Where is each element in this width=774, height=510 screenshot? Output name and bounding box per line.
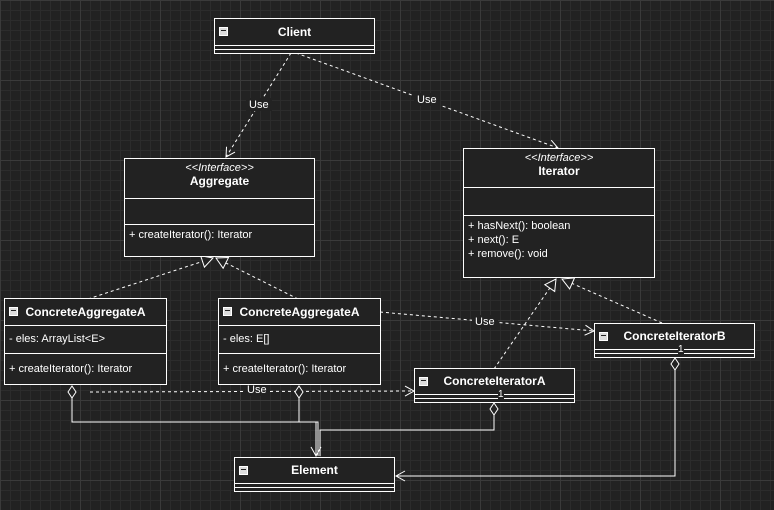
class-header: <<Interface>> Iterator bbox=[464, 149, 654, 187]
realize-aggregate-a1 bbox=[87, 255, 214, 300]
class-element[interactable]: Element bbox=[234, 457, 395, 492]
class-fields bbox=[235, 483, 394, 487]
class-header: ConcreteIteratorB bbox=[595, 324, 754, 349]
class-header: ConcreteIteratorA bbox=[415, 369, 574, 394]
class-concrete-aggregate-a-2[interactable]: ConcreteAggregateA - eles: E[] + createI… bbox=[218, 298, 381, 385]
class-concrete-aggregate-a-1[interactable]: ConcreteAggregateA - eles: ArrayList<E> … bbox=[4, 298, 167, 385]
realize-aggregate-a2 bbox=[215, 257, 299, 300]
method-item: + createIterator(): Iterator bbox=[129, 229, 253, 241]
class-header: ConcreteAggregateA bbox=[219, 299, 380, 325]
label-use-3: Use bbox=[472, 315, 498, 328]
multiplicity: 1 bbox=[498, 389, 504, 400]
class-methods: + hasNext(): boolean + next(): E + remov… bbox=[464, 215, 654, 264]
class-methods: + createIterator(): Iterator bbox=[5, 353, 166, 379]
multiplicity: 1 bbox=[678, 344, 684, 355]
class-methods bbox=[215, 49, 374, 53]
class-methods bbox=[595, 353, 754, 357]
class-name: ConcreteAggregateA bbox=[239, 305, 360, 319]
class-fields bbox=[595, 349, 754, 353]
field-item: - eles: ArrayList<E> bbox=[9, 333, 105, 345]
class-fields: - eles: E[] bbox=[219, 325, 380, 353]
class-header: Element bbox=[235, 458, 394, 483]
class-icon bbox=[219, 27, 228, 36]
class-name: ConcreteAggregateA bbox=[25, 305, 146, 319]
class-stereotype: <<Interface>> bbox=[524, 152, 594, 164]
agg-itb-element bbox=[394, 357, 680, 482]
class-name: ConcreteIteratorA bbox=[443, 374, 546, 388]
method-item: + createIterator(): Iterator bbox=[9, 363, 133, 375]
class-methods: + createIterator(): Iterator bbox=[125, 224, 314, 245]
class-methods bbox=[235, 487, 394, 491]
class-stereotype: <<Interface>> bbox=[185, 162, 254, 174]
class-client[interactable]: Client bbox=[214, 18, 375, 54]
class-concrete-iterator-a[interactable]: ConcreteIteratorA 1 bbox=[414, 368, 575, 403]
class-icon bbox=[239, 465, 248, 475]
svg-text:Use: Use bbox=[249, 99, 269, 111]
field-item: - eles: E[] bbox=[223, 333, 270, 345]
label-use-4: Use bbox=[244, 383, 270, 396]
class-icon bbox=[599, 331, 608, 341]
agg-a1-element bbox=[67, 385, 322, 458]
agg-ita-element bbox=[319, 402, 499, 456]
class-iterator[interactable]: <<Interface>> Iterator + hasNext(): bool… bbox=[463, 148, 655, 278]
svg-text:Use: Use bbox=[475, 316, 495, 328]
class-name: Aggregate bbox=[189, 174, 250, 188]
method-item: + createIterator(): Iterator bbox=[223, 363, 347, 375]
class-fields: - eles: ArrayList<E> bbox=[5, 325, 166, 353]
class-fields bbox=[415, 394, 574, 398]
class-header: ConcreteAggregateA bbox=[5, 299, 166, 325]
realize-iterator-a bbox=[493, 278, 557, 370]
label-use-2: Use bbox=[414, 93, 440, 106]
class-icon bbox=[223, 307, 232, 316]
agg-a2-element bbox=[294, 385, 319, 456]
class-methods: + createIterator(): Iterator bbox=[219, 353, 380, 379]
class-name: Iterator bbox=[538, 164, 580, 178]
class-name: Element bbox=[291, 463, 338, 477]
class-fields bbox=[125, 198, 314, 224]
svg-text:Use: Use bbox=[417, 94, 437, 106]
class-concrete-iterator-b[interactable]: ConcreteIteratorB 1 bbox=[594, 323, 755, 358]
class-name: ConcreteIteratorB bbox=[623, 329, 726, 343]
class-aggregate[interactable]: <<Interface>> Aggregate + createIterator… bbox=[124, 158, 315, 257]
class-icon bbox=[9, 307, 18, 316]
method-item: + remove(): void bbox=[468, 248, 548, 260]
method-item: + hasNext(): boolean bbox=[468, 220, 571, 232]
class-icon bbox=[419, 376, 428, 386]
class-name: Client bbox=[277, 25, 312, 39]
method-item: + next(): E bbox=[468, 234, 520, 246]
class-fields bbox=[464, 187, 654, 215]
realize-iterator-b bbox=[561, 277, 663, 324]
class-fields bbox=[215, 45, 374, 49]
svg-text:Use: Use bbox=[247, 384, 267, 396]
class-header: Client bbox=[215, 19, 374, 45]
class-methods bbox=[415, 398, 574, 402]
label-use-1: Use bbox=[246, 98, 272, 111]
class-header: <<Interface>> Aggregate bbox=[125, 159, 314, 198]
